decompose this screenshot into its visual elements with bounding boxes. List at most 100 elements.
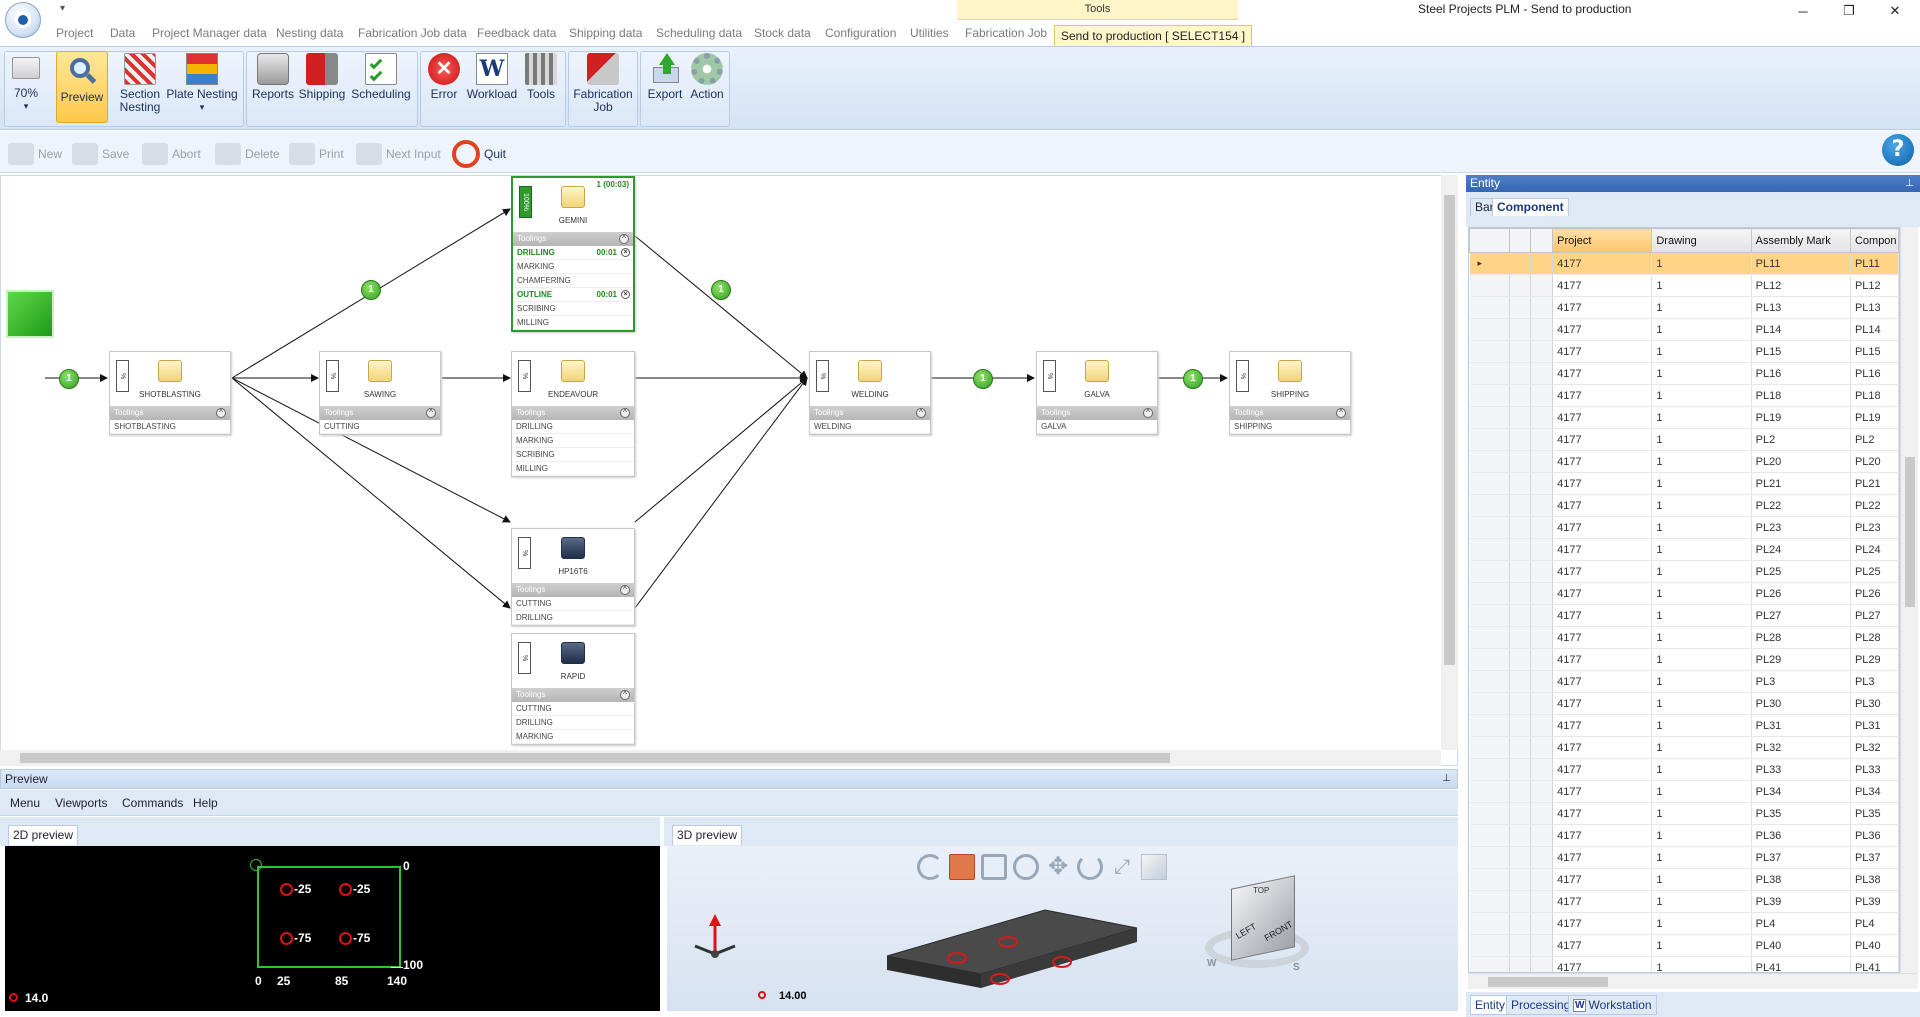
- cell-project[interactable]: 4177: [1552, 582, 1653, 605]
- cell-component[interactable]: PL4: [1850, 912, 1899, 935]
- row-selector-cell[interactable]: [1469, 736, 1510, 759]
- cell-project[interactable]: 4177: [1552, 780, 1653, 803]
- tab-project-manager-data[interactable]: Project Manager data: [152, 26, 267, 40]
- cell-assembly-mark[interactable]: PL36: [1751, 824, 1851, 847]
- row-header-cell[interactable]: [1509, 274, 1532, 297]
- cell-drawing[interactable]: 1: [1651, 846, 1752, 869]
- row-header-cell[interactable]: [1530, 780, 1554, 803]
- cell-assembly-mark[interactable]: PL33: [1751, 758, 1851, 781]
- cell-project[interactable]: 4177: [1552, 824, 1653, 847]
- row-header-cell[interactable]: [1530, 890, 1554, 913]
- column-header-drawing[interactable]: Drawing: [1651, 228, 1752, 253]
- row-header-cell[interactable]: [1509, 890, 1532, 913]
- cell-project[interactable]: 4177: [1552, 648, 1653, 671]
- pin-icon[interactable]: ⊥: [1442, 773, 1451, 784]
- row-selector-cell[interactable]: [1469, 406, 1510, 429]
- cell-drawing[interactable]: 1: [1651, 494, 1752, 517]
- cell-project[interactable]: 4177: [1552, 934, 1653, 957]
- flow-start-node[interactable]: [6, 290, 54, 338]
- cell-drawing[interactable]: 1: [1651, 934, 1752, 957]
- print-button[interactable]: Print: [289, 143, 344, 165]
- collapse-icon[interactable]: ^: [216, 408, 226, 418]
- cell-assembly-mark[interactable]: PL18: [1751, 384, 1851, 407]
- row-header-cell[interactable]: [1530, 736, 1554, 759]
- cell-drawing[interactable]: 1: [1651, 758, 1752, 781]
- row-header-cell[interactable]: [1530, 912, 1554, 935]
- row-selector-cell[interactable]: [1469, 428, 1510, 451]
- cell-component[interactable]: PL33: [1850, 758, 1899, 781]
- remove-icon[interactable]: ×: [621, 248, 630, 257]
- workstation-node-rapid[interactable]: %RAPID Toolings^ CUTTING DRILLING MARKIN…: [511, 633, 635, 745]
- cell-drawing[interactable]: 1: [1651, 362, 1752, 385]
- row-header-cell[interactable]: [1509, 340, 1532, 363]
- row-selector-cell[interactable]: [1469, 890, 1510, 913]
- cell-drawing[interactable]: 1: [1651, 824, 1752, 847]
- row-header-cell[interactable]: [1509, 670, 1532, 693]
- cell-component[interactable]: PL2: [1850, 428, 1899, 451]
- cell-drawing[interactable]: 1: [1651, 274, 1752, 297]
- cell-assembly-mark[interactable]: PL3: [1751, 670, 1851, 693]
- cell-project[interactable]: 4177: [1552, 318, 1653, 341]
- collapse-icon[interactable]: ^: [1143, 408, 1153, 418]
- tab-project[interactable]: Project: [56, 26, 94, 40]
- cell-component[interactable]: PL25: [1850, 560, 1899, 583]
- quit-button[interactable]: Quit: [452, 140, 506, 168]
- row-selector-cell[interactable]: [1469, 692, 1510, 715]
- collapse-icon[interactable]: ^: [620, 690, 630, 700]
- row-selector-cell[interactable]: [1469, 934, 1510, 957]
- row-selector-cell[interactable]: [1469, 494, 1510, 517]
- cell-assembly-mark[interactable]: PL2: [1751, 428, 1851, 451]
- cell-assembly-mark[interactable]: PL41: [1751, 956, 1851, 972]
- workstation-node-galva[interactable]: %GALVA Toolings^ GALVA: [1036, 351, 1158, 435]
- scroll-thumb[interactable]: [20, 753, 1170, 763]
- cell-project[interactable]: 4177: [1552, 538, 1653, 561]
- tab-send-to-production[interactable]: Send to production [ SELECT154 ]: [1054, 25, 1253, 46]
- column-header-component[interactable]: Compon: [1849, 228, 1899, 253]
- cell-project[interactable]: 4177: [1552, 472, 1653, 495]
- row-header-cell[interactable]: [1509, 560, 1532, 583]
- row-selector-cell[interactable]: [1469, 362, 1510, 385]
- minimize-icon[interactable]: ─: [1798, 3, 1808, 19]
- cell-assembly-mark[interactable]: PL26: [1751, 582, 1851, 605]
- cell-component[interactable]: PL3: [1850, 670, 1899, 693]
- collapse-icon[interactable]: ^: [426, 408, 436, 418]
- row-header-cell[interactable]: [1509, 846, 1532, 869]
- cell-drawing[interactable]: 1: [1651, 604, 1752, 627]
- row-header-cell[interactable]: [1509, 736, 1532, 759]
- row-header-cell[interactable]: [1530, 670, 1554, 693]
- quick-access-dropdown-icon[interactable]: ▾: [60, 3, 66, 14]
- cell-component[interactable]: PL20: [1850, 450, 1899, 473]
- cell-drawing[interactable]: 1: [1651, 472, 1752, 495]
- export-button[interactable]: Export: [644, 53, 686, 101]
- workstation-node-hp16t6[interactable]: %HP16T6 Toolings^ CUTTING DRILLING: [511, 528, 635, 626]
- cell-assembly-mark[interactable]: PL12: [1751, 274, 1851, 297]
- row-header-cell[interactable]: [1509, 538, 1532, 561]
- tab-data[interactable]: Data: [110, 26, 136, 40]
- row-header-cell[interactable]: [1530, 956, 1554, 972]
- row-selector-cell[interactable]: [1469, 582, 1510, 605]
- row-header-cell[interactable]: [1530, 648, 1554, 671]
- row-header-cell[interactable]: [1530, 538, 1554, 561]
- cell-project[interactable]: 4177: [1552, 406, 1653, 429]
- cell-drawing[interactable]: 1: [1651, 670, 1752, 693]
- cell-project[interactable]: 4177: [1552, 670, 1653, 693]
- collapse-icon[interactable]: ^: [620, 585, 630, 595]
- cell-project[interactable]: 4177: [1552, 736, 1653, 759]
